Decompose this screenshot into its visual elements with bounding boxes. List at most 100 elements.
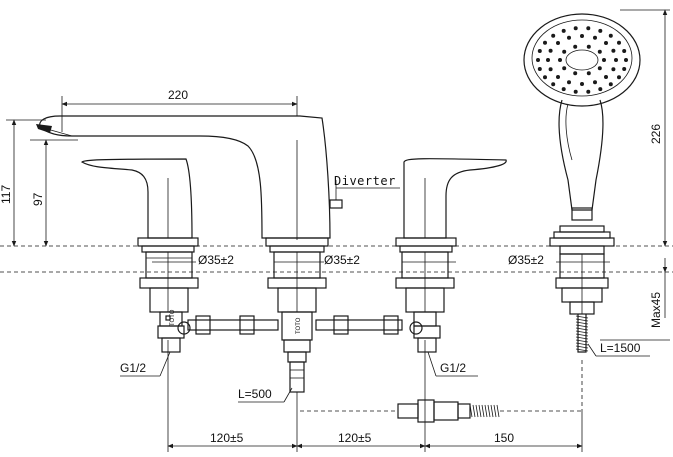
nozzle-dot [611,67,616,72]
nozzle-dot [562,49,567,54]
right-handle [395,158,507,253]
inlet-right-callout: G1/2 [427,351,478,377]
mark-left: TOTO [170,309,176,326]
nozzle-dot [604,41,608,45]
hose-rib [575,342,589,346]
dim-spacing-left-label: 120±5 [210,431,244,445]
hose-rib [490,404,494,418]
nozzle-dot [580,82,584,86]
handshower [523,13,641,255]
hose-rib [496,404,500,418]
nozzle-dot [546,58,550,62]
hose-rib [475,404,479,418]
nozzle-dot [622,49,627,53]
hose-shower-callout: L=1500 [587,341,650,357]
nozzle-dot [561,87,566,92]
hose-rib [575,327,589,331]
inlet-left-callout: G1/2 [120,351,171,377]
hose-rib [575,345,589,349]
shower-hose [575,315,589,352]
hose-rib [575,330,589,334]
nozzle-dot [536,58,540,62]
diverter-knob [329,180,343,209]
dim-hole-center-label: Ø35±2 [324,253,360,267]
nozzle-dot [597,49,602,54]
under-deck-left [139,251,199,353]
spout [36,115,331,253]
dim-226-label: 226 [649,124,663,144]
hose-rib [575,321,589,325]
dim-max45-label: Max45 [649,292,663,328]
nozzle-dot [573,26,578,31]
dim-hole-left-label: Ø35±2 [198,253,234,267]
nozzle-dot [597,66,602,71]
hose-rib [493,404,497,418]
dim-hole-left: Ø35±2 [146,253,234,267]
nozzle-dot [598,87,603,92]
nozzle-dot [608,33,613,38]
nozzle-dot [537,49,542,53]
dim-spout-reach: 220 [61,88,298,132]
nozzle-dot [593,35,597,40]
nozzle-dot [551,33,556,38]
hose-shower-label: L=1500 [600,341,641,355]
nozzle-dot [573,89,578,94]
dim-spacing-shower-label: 150 [494,431,514,445]
nozzle-dot [548,48,553,53]
nozzle-dot [558,58,562,62]
dim-max-deck: Max45 [600,258,670,341]
hose-rib [487,404,491,418]
nozzle-dot [562,66,567,71]
nozzle-dot [598,28,603,33]
nozzle-dot [622,67,627,71]
hose-rib [575,336,589,340]
nozzle-dot [551,82,556,87]
nozzle-dot [586,26,591,31]
nozzle-dot [567,35,571,40]
nozzle-dot [543,40,547,45]
hose-outlet-callout: L=500 [238,387,293,403]
mark-center: TOTO [296,317,302,334]
nozzle-dot [537,67,542,71]
hose-rib [575,339,589,343]
spray-nozzles [536,26,628,94]
hose-rib [469,404,473,418]
under-deck-center [267,251,327,393]
nozzle-dot [593,80,597,85]
nozzle-dot [548,67,553,72]
hose-rib [575,324,589,328]
nozzle-dot [573,71,578,76]
under-deck-right [395,251,455,353]
dim-height-handle: 97 [30,139,78,247]
nozzle-dot [580,34,584,38]
nozzle-dot [586,89,591,94]
under-deck-shower [555,253,609,353]
left-handle [81,158,199,253]
dim-hole-shower: Ø35±2 [508,253,610,267]
outlet-hose-corrugation [469,404,500,418]
nozzle-dot [586,44,591,49]
hose-rib [478,404,482,418]
hose-outlet-label: L=500 [238,387,272,401]
nozzle-dot [543,75,547,80]
dim-spacing: 120±5 120±5 150 [167,340,583,452]
inlet-left-label: G1/2 [120,361,146,375]
connecting-pipes [165,315,403,335]
dim-hole-shower-label: Ø35±2 [508,253,544,267]
nozzle-dot [573,44,578,49]
nozzle-dot [561,28,566,33]
outlet-hose [300,360,583,423]
nozzle-dot [556,75,560,79]
dim-97-label: 97 [31,192,45,206]
nozzle-dot [611,48,616,53]
hose-rib [575,315,589,319]
nozzle-dot [556,41,560,45]
nozzle-dot [624,58,628,62]
hose-rib [481,404,485,418]
diverter-label: Diverter [334,174,396,188]
nozzle-dot [604,75,608,79]
nozzle-dot [608,82,613,87]
hose-rib [484,404,488,418]
